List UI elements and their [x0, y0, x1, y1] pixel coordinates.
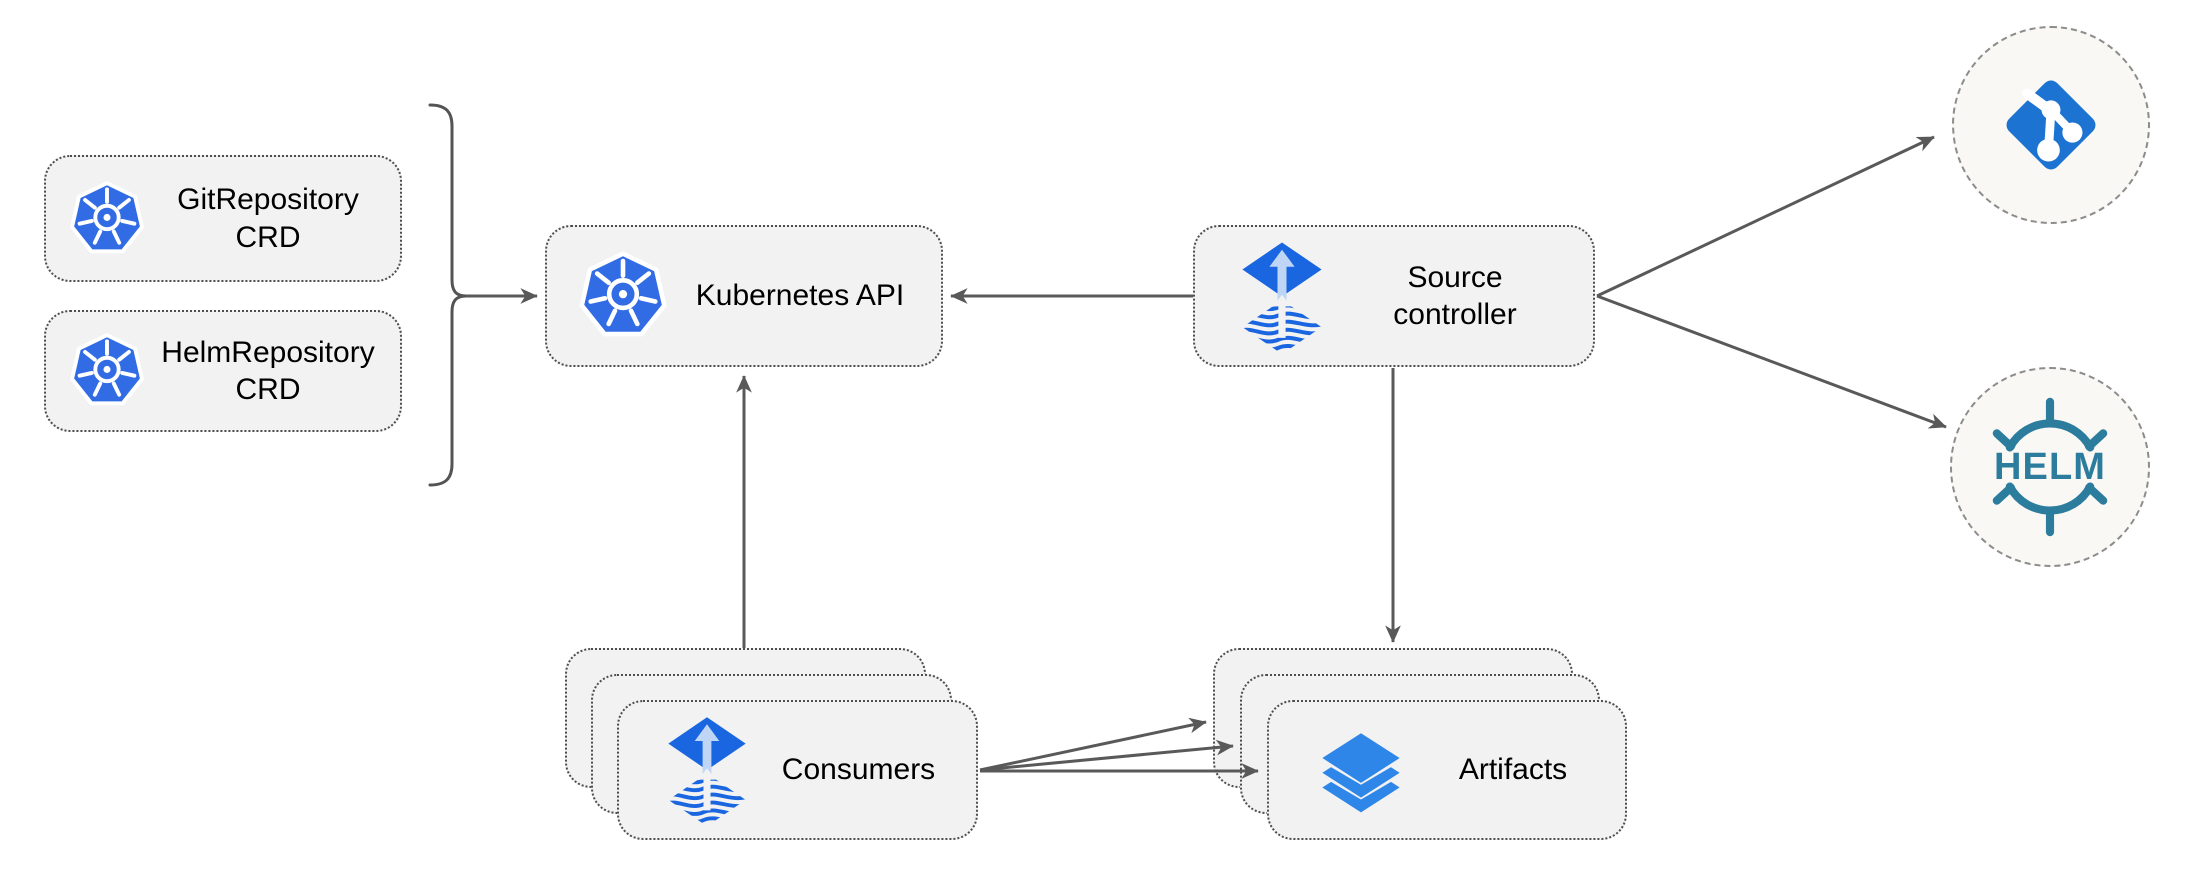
node-git-repository [1952, 26, 2150, 224]
node-source-controller: Source controller [1193, 225, 1595, 367]
node-helm-repository-crd: HelmRepository CRD [44, 310, 402, 432]
helm-icon: HELM [1974, 391, 2126, 543]
edge-consumers-to-artifacts-1 [979, 717, 1207, 772]
kubernetes-icon [68, 180, 146, 258]
git-icon [1988, 62, 2114, 188]
kubernetes-icon [577, 250, 669, 342]
node-label: Artifacts [1458, 753, 1568, 787]
crd-group-bracket [428, 103, 467, 487]
node-label: GitRepository CRD [177, 183, 359, 254]
node-label: HelmRepository CRD [161, 335, 375, 407]
edge-source-controller-to-helm-repository [1596, 294, 1947, 429]
node-git-repository-crd: GitRepository CRD [44, 155, 402, 282]
node-kubernetes-api: Kubernetes API [545, 225, 943, 367]
edge-source-controller-to-git-repository [1596, 135, 1935, 298]
helm-logo-text: HELM [1994, 446, 2106, 488]
layers-icon [1311, 724, 1411, 816]
node-consumers: Consumers [617, 700, 978, 840]
kubernetes-icon [68, 332, 146, 410]
flux-icon [663, 712, 751, 828]
node-label: Consumers [781, 753, 936, 787]
node-artifacts: Artifacts [1267, 700, 1627, 840]
flux-icon [1237, 237, 1327, 356]
node-label: Source controller [1393, 260, 1517, 332]
edge-consumers-to-artifacts-2 [979, 739, 1234, 772]
node-helm-repository: HELM [1950, 367, 2150, 567]
node-label: Kubernetes API [695, 279, 905, 313]
